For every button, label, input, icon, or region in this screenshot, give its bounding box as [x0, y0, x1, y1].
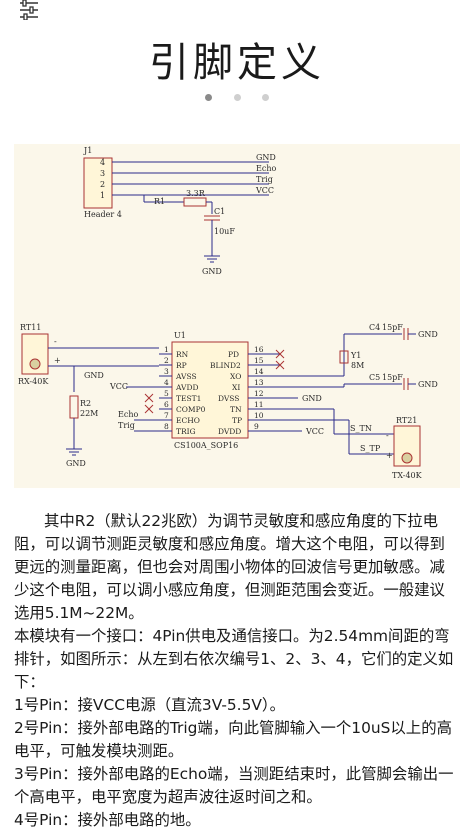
- pin-description: 其中R2（默认22兆欧）为调节灵敏度和感应角度的下拉电阻，可以调节测距灵敏度和感…: [14, 510, 460, 832]
- paragraph-pin-4: 4号Pin：接外部电路的地。: [14, 811, 201, 829]
- u1-pin-name-15: BLIND2: [210, 361, 241, 370]
- u1-avss-gnd-label: GND: [84, 371, 104, 380]
- y1-ref: Y1: [350, 351, 361, 360]
- u1-left-pin-labels: 1 RN 2 RP 3 AVSS 4 AVDD 5 TEST1 6 COMP0 …: [164, 345, 206, 436]
- carousel-dot-3[interactable]: [261, 94, 269, 101]
- j1-pin-4: 4: [100, 158, 105, 167]
- u1-pin-num-4: 4: [164, 378, 169, 387]
- j1-part: Header 4: [84, 210, 122, 219]
- j1-pin-3: 3: [100, 169, 105, 178]
- c4-gnd-label: GND: [418, 330, 438, 339]
- paragraph-r2: 其中R2（默认22兆欧）为调节灵敏度和感应角度的下拉电阻，可以调节测距灵敏度和感…: [14, 512, 445, 622]
- u1-pin-num-8: 8: [164, 422, 169, 431]
- u1-pin-name-13: XI: [232, 383, 240, 392]
- c1-ref: C1: [214, 207, 225, 216]
- c4-ref: C4: [369, 323, 380, 332]
- u1-pin-name-8: TRIG: [176, 427, 196, 436]
- u1-avdd-vcc-label: VCC: [109, 382, 128, 391]
- r2-value: 22M: [80, 409, 98, 418]
- paragraph-interface: 本模块有一个接口：4Pin供电及通信接口。为2.54mm间距的弯排针，如图所示：…: [14, 627, 454, 691]
- rt21-ref: RT21: [396, 416, 417, 425]
- page-title: 引脚定义: [149, 40, 325, 86]
- j1-pin-2: 2: [100, 180, 105, 189]
- c4-value: 15pF: [382, 323, 403, 332]
- dvdd-vcc-label: VCC: [305, 427, 324, 436]
- u1-pin-num-16: 16: [254, 345, 264, 354]
- u1-pin-name-9: DVDD: [218, 427, 241, 436]
- j1-pin-1: 1: [100, 191, 105, 200]
- u1-pin-num-1: 1: [164, 345, 169, 354]
- u1-part: CS100A_SOP16: [174, 441, 238, 450]
- u1-pin-num-3: 3: [164, 367, 169, 376]
- u1-pin-name-10: TP: [232, 416, 242, 425]
- s-tn-label: S_TN: [350, 424, 372, 433]
- net-label-trig: Trig: [256, 175, 273, 184]
- u1-pin-name-6: COMP0: [176, 405, 206, 414]
- u1-pin-num-5: 5: [164, 389, 169, 398]
- u1-pin-num-11: 11: [254, 400, 264, 409]
- carousel-dot-2[interactable]: [233, 94, 241, 101]
- c5-gnd-label: GND: [418, 380, 438, 389]
- u1-pin-name-4: AVDD: [175, 383, 199, 392]
- rt21-part: TX-40K: [392, 471, 423, 480]
- rt21-plus: +: [386, 451, 393, 460]
- c5-value: 15pF: [382, 373, 403, 382]
- carousel-dot-1[interactable]: [205, 94, 213, 101]
- u1-pin-name-11: TN: [230, 405, 242, 414]
- r2-gnd-label: GND: [66, 459, 86, 468]
- u1-pin-num-2: 2: [164, 356, 169, 365]
- u1-pin-name-5: TEST1: [176, 394, 201, 403]
- trig-net-label: Trig: [118, 421, 135, 430]
- u1-pin-num-12: 12: [254, 389, 264, 398]
- dvss-gnd-label: GND: [302, 394, 322, 403]
- menu-sliders-icon[interactable]: [14, 0, 40, 20]
- u1-pin-name-14: XO: [230, 372, 241, 381]
- u1-pin-num-10: 10: [254, 411, 264, 420]
- u1-pin-num-6: 6: [164, 400, 169, 409]
- u1-pin-name-16: PD: [228, 350, 239, 359]
- s-tp-label: S_TP: [360, 444, 381, 453]
- u1-pin-num-13: 13: [254, 378, 264, 387]
- u1-pin-num-15: 15: [254, 356, 264, 365]
- u1-right-pin-labels: PD 16 BLIND2 15 XO 14 XI 13 DVSS 12 TN 1…: [210, 345, 264, 436]
- u1-ref: U1: [174, 331, 186, 340]
- r1-ref: R1: [154, 197, 165, 206]
- rt21-minus: -: [386, 431, 389, 440]
- j1-ref: J1: [83, 146, 92, 155]
- r2-ref: R2: [80, 399, 91, 408]
- rt11-minus: -: [54, 337, 57, 346]
- schematic-drawing: J1 4 3 2 1 Header 4 GND Echo Trig VCC R1…: [18, 146, 438, 480]
- pinout-schematic: J1 4 3 2 1 Header 4 GND Echo Trig VCC R1…: [14, 144, 460, 488]
- u1-pin-name-3: AVSS: [175, 372, 197, 381]
- echo-net-label: Echo: [118, 410, 138, 419]
- net-label-vcc: VCC: [255, 186, 274, 195]
- c5-ref: C5: [369, 373, 380, 382]
- u1-pin-name-12: DVSS: [218, 394, 239, 403]
- carousel-indicator: [0, 86, 474, 105]
- rt11-part: RX-40K: [18, 377, 49, 386]
- net-label-gnd: GND: [256, 153, 276, 162]
- u1-pin-num-9: 9: [254, 422, 259, 431]
- rt11-plus: +: [54, 356, 61, 365]
- net-label-echo: Echo: [256, 164, 276, 173]
- paragraph-pin-3: 3号Pin：接外部电路的Echo端，当测距结束时，此管脚会输出一个高电平，电平宽…: [14, 765, 454, 806]
- u1-pin-name-1: RN: [176, 350, 189, 359]
- u1-pin-name-7: ECHO: [176, 416, 200, 425]
- paragraph-pin-2: 2号Pin：接外部电路的Trig端，向此管脚输入一个10uS以上的高电平，可触发…: [14, 719, 452, 760]
- u1-pin-num-7: 7: [164, 411, 169, 420]
- y1-value: 8M: [351, 361, 364, 370]
- u1-pin-name-2: RP: [176, 361, 187, 370]
- gnd-label: GND: [202, 267, 222, 276]
- c1-value: 10uF: [214, 227, 235, 236]
- r1-value: 3.3R: [186, 189, 206, 198]
- u1-pin-num-14: 14: [254, 367, 264, 376]
- paragraph-pin-1: 1号Pin：接VCC电源（直流3V-5.5V）。: [14, 696, 285, 714]
- rt11-ref: RT11: [20, 323, 41, 332]
